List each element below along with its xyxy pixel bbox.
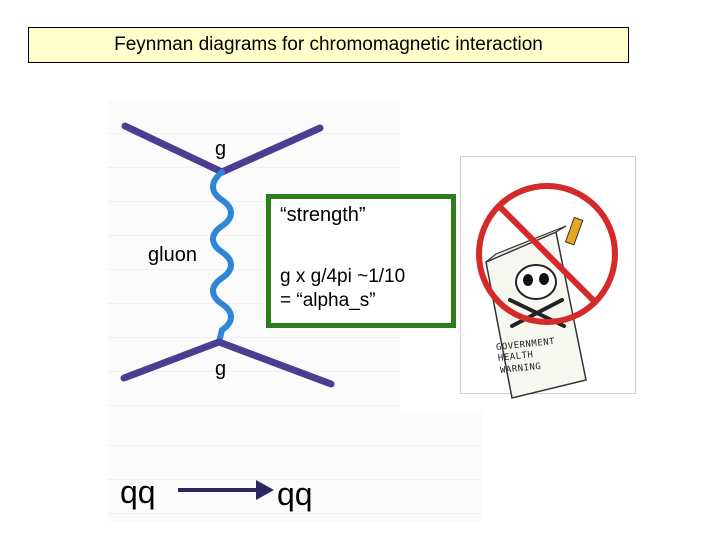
quark-line-top-right xyxy=(218,124,324,176)
qq-final-label: qq xyxy=(277,476,313,512)
label-g-top: g xyxy=(215,138,227,160)
slide-title: Feynman diagrams for chromomagnetic inte… xyxy=(28,27,629,63)
prohibition-slash xyxy=(496,203,598,305)
quark-line-bottom-right xyxy=(215,338,335,388)
prohibition-circle xyxy=(476,183,618,325)
crossbone-2 xyxy=(510,298,564,328)
cigarette xyxy=(564,216,584,246)
alpha-s-label: = “alpha_s” xyxy=(280,290,376,311)
label-gluon: gluon xyxy=(148,244,197,266)
coupling-formula: g x g/4pi ~1/10 xyxy=(280,266,406,287)
skull-eye-right xyxy=(539,273,549,285)
reaction-arrow-head xyxy=(256,480,274,500)
skull-icon xyxy=(515,264,557,300)
qq-initial-label: qq xyxy=(120,474,156,510)
quark-line-bottom-left xyxy=(120,338,223,382)
label-g-bottom: g xyxy=(215,358,227,380)
coupling-strength-box xyxy=(266,194,456,328)
gluon-propagator xyxy=(210,169,234,345)
strength-label: “strength” xyxy=(280,204,366,226)
quark-line-top-left xyxy=(121,122,226,176)
paper-background-arrow xyxy=(108,412,482,522)
skull-eye-left xyxy=(523,274,533,286)
slide-title-text: Feynman diagrams for chromomagnetic inte… xyxy=(114,34,543,55)
